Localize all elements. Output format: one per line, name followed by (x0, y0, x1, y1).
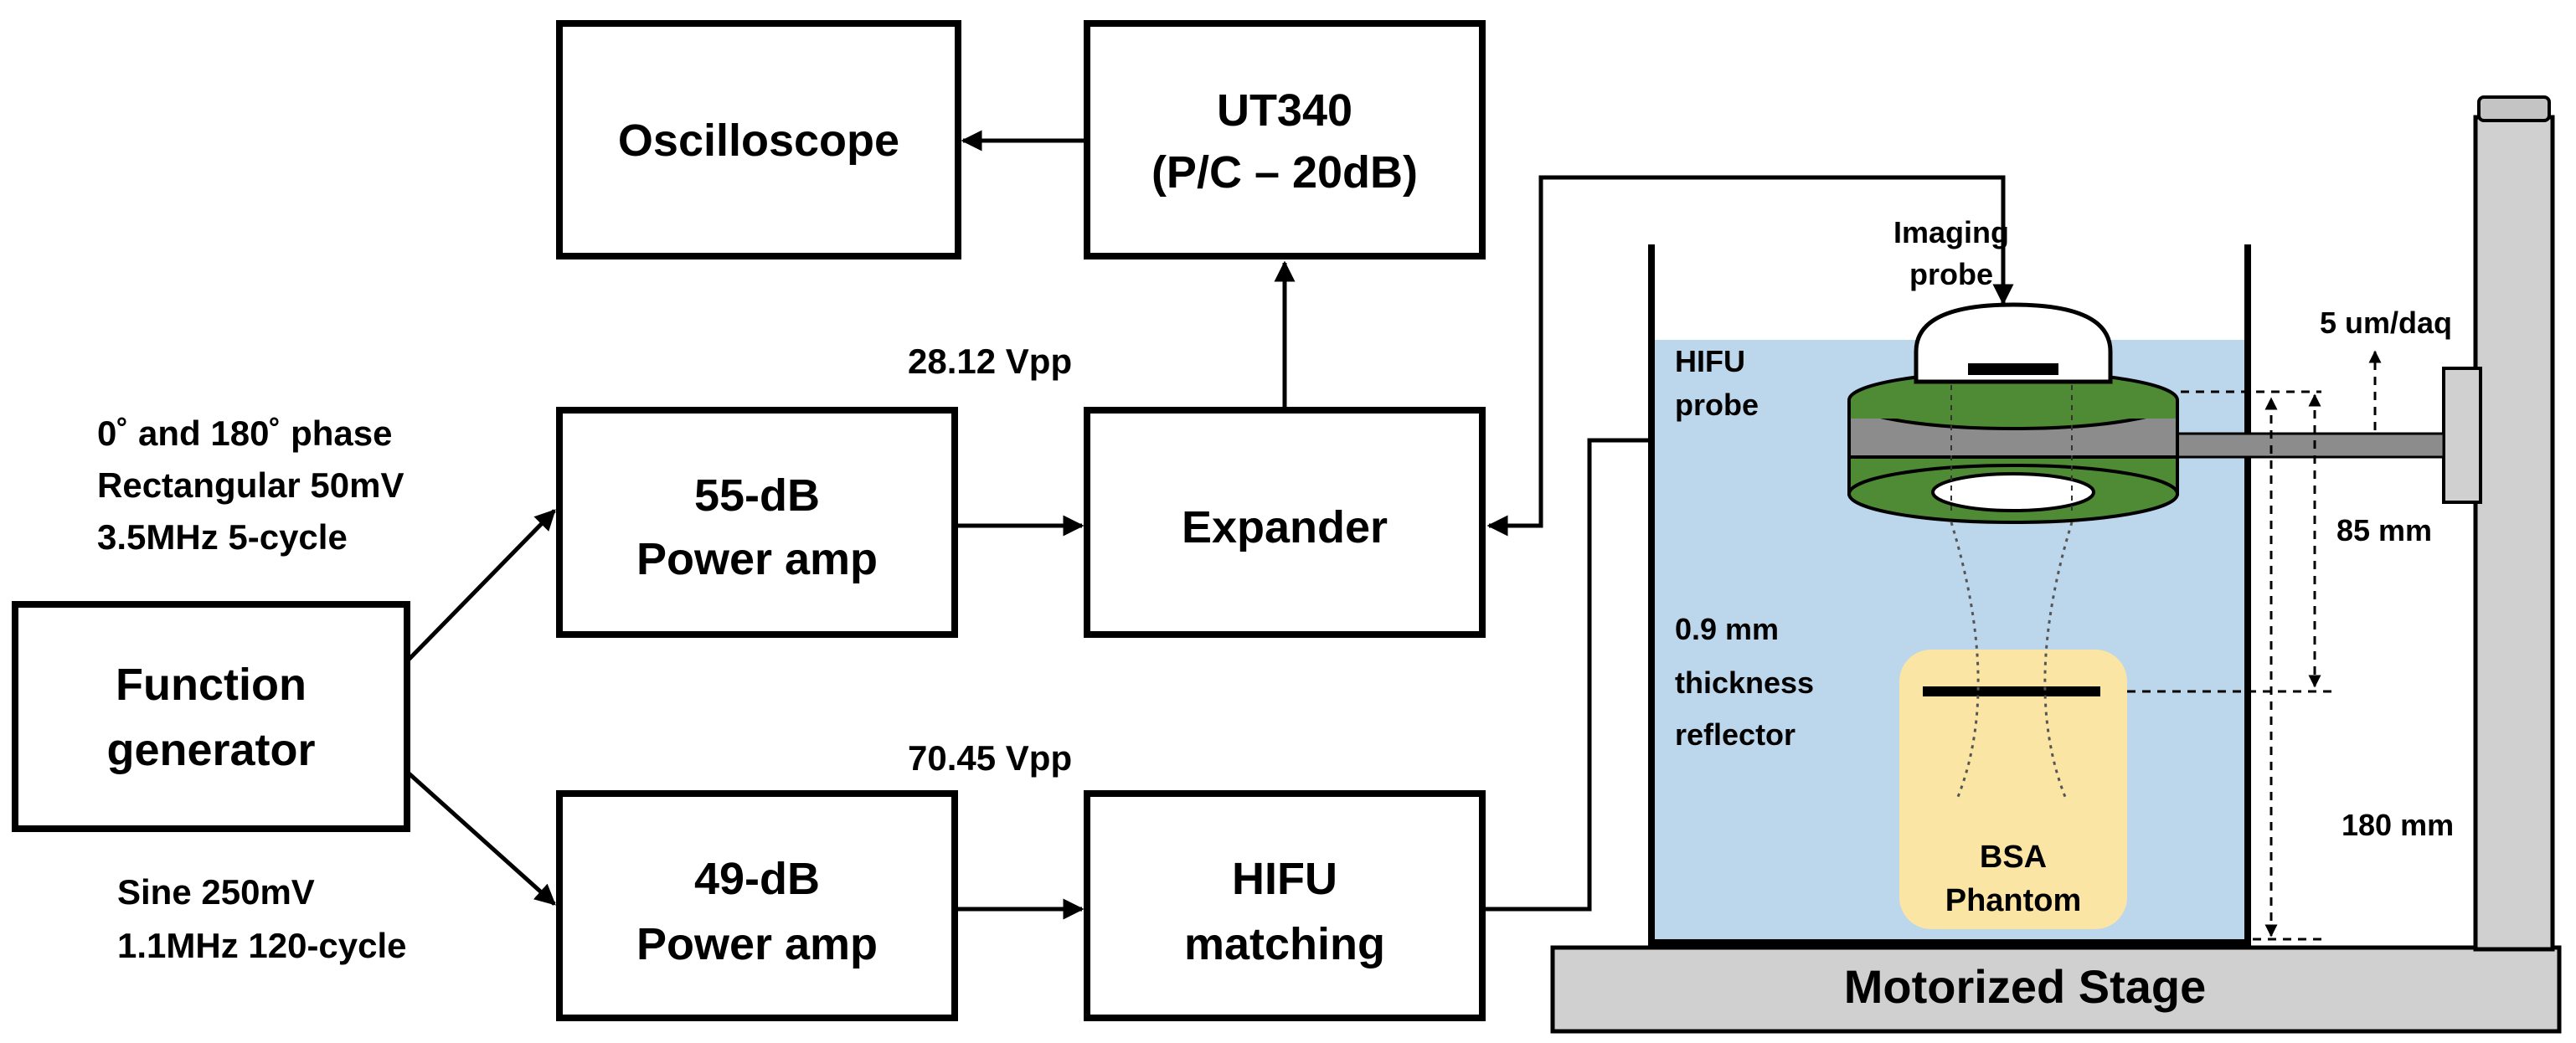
imaging-probe-label: Imaging (1893, 215, 2009, 249)
signal-phase-label: 0˚ and 180˚ phase (97, 414, 392, 453)
imaging-probe (1914, 302, 2113, 384)
vpp-bottom-label: 70.45 Vpp (908, 738, 1072, 778)
dist-180-label: 180 mm (2342, 808, 2454, 842)
signal-freq-top-label: 3.5MHz 5-cycle (97, 517, 348, 557)
cable-expander-imaging-probe (1486, 175, 2014, 537)
reflector-sublabel-1: thickness (1675, 665, 1814, 700)
signal-freq-bottom-label: 1.1MHz 120-cycle (117, 926, 407, 965)
step-label: 5 um/daq (2320, 306, 2452, 340)
dimension-lines (2127, 350, 2382, 941)
phantom-label: BSA (1980, 840, 2047, 875)
stage-base (1550, 945, 2562, 1034)
vertical-stand (2442, 95, 2555, 952)
power-amp-49db-block: 49-dB Power amp (556, 790, 958, 1021)
oscilloscope-label: Oscilloscope (618, 116, 899, 166)
hifu-matching-block: HIFU matching (1084, 790, 1486, 1021)
amp55-sublabel: Power amp (636, 534, 878, 584)
power-amp-55db-block: 55-dB Power amp (556, 407, 958, 638)
hifu-probe-label: HIFU (1675, 344, 1745, 378)
reflector-label: 0.9 mm (1675, 612, 1779, 646)
arrow-generator-to-amp55 (405, 509, 556, 663)
beam-right (2043, 522, 2074, 798)
signal-rect-label: Rectangular 50mV (97, 465, 404, 505)
oscilloscope-block: Oscilloscope (556, 20, 961, 259)
function-generator-block: Function generator (12, 601, 410, 832)
reflector-sublabel-2: reflector (1675, 717, 1795, 752)
arrow-generator-to-amp49 (405, 770, 556, 906)
function-gen-sublabel: generator (106, 725, 315, 775)
stage-label: Motorized Stage (1844, 960, 2206, 1013)
amp49-label: 49-dB (694, 854, 820, 904)
function-gen-label: Function (116, 660, 307, 710)
ut340-sublabel: (P/C – 20dB) (1151, 147, 1418, 198)
vpp-top-label: 28.12 Vpp (908, 342, 1072, 381)
ut340-block: UT340 (P/C – 20dB) (1084, 20, 1486, 259)
probe-holder-arm (2176, 432, 2445, 459)
hifu-matching-label: HIFU (1232, 854, 1337, 904)
hifu-matching-sublabel: matching (1184, 919, 1385, 969)
stand-clamp (2442, 367, 2482, 504)
expander-block: Expander (1084, 407, 1486, 638)
amp49-sublabel: Power amp (636, 919, 878, 969)
hifu-probe (1847, 370, 2179, 524)
beam-left (1950, 522, 1980, 798)
hifu-aperture (1931, 472, 2095, 512)
motorized-stage: Motorized Stage (1550, 945, 2562, 1034)
imaging-probe-sublabel: probe (1909, 257, 1993, 291)
ut340-label: UT340 (1217, 85, 1352, 136)
amp55-label: 55-dB (694, 470, 820, 521)
dist-85-label: 85 mm (2336, 513, 2432, 547)
hifu-probe-sublabel: probe (1675, 388, 1759, 422)
bsa-phantom: BSA Phantom (1899, 650, 2127, 929)
signal-sine-label: Sine 250mV (117, 872, 315, 912)
phantom-sublabel: Phantom (1945, 883, 2082, 918)
expander-label: Expander (1182, 502, 1388, 552)
